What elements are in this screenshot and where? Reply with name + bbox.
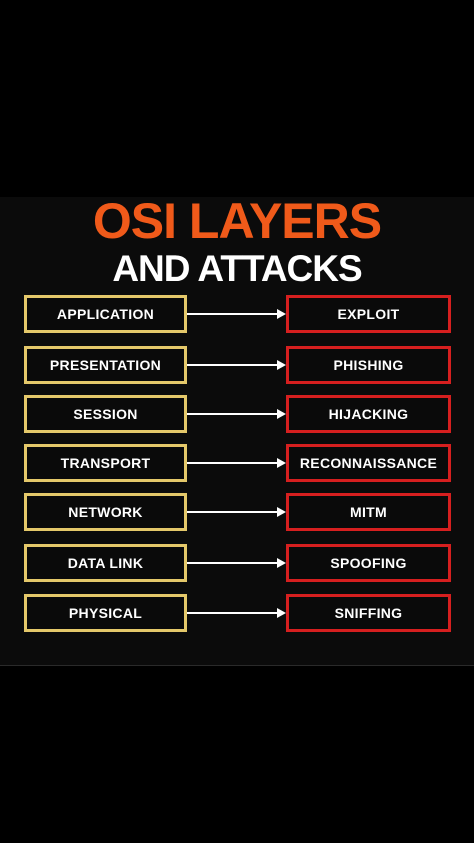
attack-box: HIJACKING <box>286 395 451 433</box>
arrow-right-icon <box>187 507 286 517</box>
arrow-right-icon <box>187 558 286 568</box>
layer-box: APPLICATION <box>24 295 187 333</box>
layer-box: SESSION <box>24 395 187 433</box>
attack-box: PHISHING <box>286 346 451 384</box>
row-application: APPLICATION EXPLOIT <box>0 295 474 333</box>
panel-divider <box>0 665 474 666</box>
title-line-2: AND ATTACKS <box>112 248 362 289</box>
attack-box: SNIFFING <box>286 594 451 632</box>
arrow-right-icon <box>187 309 286 319</box>
arrow-right-icon <box>187 360 286 370</box>
layer-box: PRESENTATION <box>24 346 187 384</box>
attack-box: EXPLOIT <box>286 295 451 333</box>
row-data-link: DATA LINK SPOOFING <box>0 544 474 582</box>
row-network: NETWORK MITM <box>0 493 474 531</box>
title-line-1: OSI LAYERS <box>92 193 382 249</box>
arrow-right-icon <box>187 608 286 618</box>
row-transport: TRANSPORT RECONNAISSANCE <box>0 444 474 482</box>
row-physical: PHYSICAL SNIFFING <box>0 594 474 632</box>
attack-box: RECONNAISSANCE <box>286 444 451 482</box>
layer-box: DATA LINK <box>24 544 187 582</box>
attack-box: SPOOFING <box>286 544 451 582</box>
arrow-right-icon <box>187 409 286 419</box>
arrow-right-icon <box>187 458 286 468</box>
layer-box: PHYSICAL <box>24 594 187 632</box>
layer-box: TRANSPORT <box>24 444 187 482</box>
layer-box: NETWORK <box>24 493 187 531</box>
attack-box: MITM <box>286 493 451 531</box>
row-session: SESSION HIJACKING <box>0 395 474 433</box>
row-presentation: PRESENTATION PHISHING <box>0 346 474 384</box>
